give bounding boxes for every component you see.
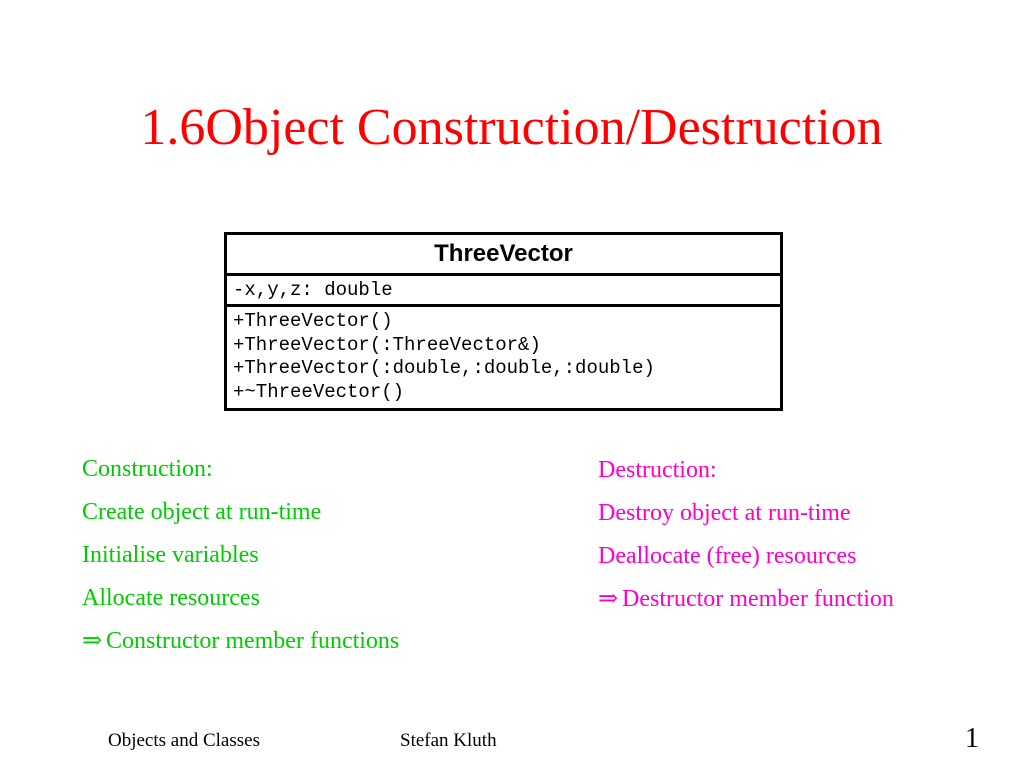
construction-item: Initialise variables	[82, 542, 259, 568]
construction-item: Create object at run-time	[82, 499, 322, 525]
slide-title: 1.6Object Construction/Destruction	[140, 99, 883, 156]
destruction-item: Destroy object at run-time	[598, 500, 851, 526]
uml-class-diagram: ThreeVector -x,y,z: double +ThreeVector(…	[224, 232, 783, 411]
uml-methods: +ThreeVector() +ThreeVector(:ThreeVector…	[227, 307, 780, 408]
construction-result: ⇒Constructor member functions	[82, 620, 399, 663]
uml-method: +~ThreeVector()	[233, 380, 405, 403]
right-arrow-icon: ⇒	[82, 628, 103, 654]
destruction-result: ⇒Destructor member function	[598, 578, 894, 621]
destruction-column: Destruction: Destroy object at run-time …	[598, 449, 894, 621]
right-arrow-icon: ⇒	[598, 586, 619, 612]
uml-attributes: -x,y,z: double	[227, 276, 780, 307]
uml-method: +ThreeVector(:ThreeVector&)	[233, 333, 541, 356]
uml-method: +ThreeVector(:double,:double,:double)	[233, 357, 655, 379]
uml-class-name: ThreeVector	[227, 235, 780, 276]
footer-author: Stefan Kluth	[400, 730, 497, 751]
destruction-result-text: Destructor member function	[622, 586, 894, 612]
construction-result-text: Constructor member functions	[106, 628, 400, 654]
footer-course: Objects and Classes	[108, 730, 260, 751]
construction-column: Construction: Create object at run-time …	[82, 448, 399, 663]
construction-item: Allocate resources	[82, 585, 260, 611]
uml-method: +ThreeVector()	[233, 310, 393, 332]
destruction-heading: Destruction:	[598, 457, 717, 483]
page-number: 1	[965, 723, 979, 754]
destruction-item: Deallocate (free) resources	[598, 543, 857, 569]
construction-heading: Construction:	[82, 456, 213, 482]
